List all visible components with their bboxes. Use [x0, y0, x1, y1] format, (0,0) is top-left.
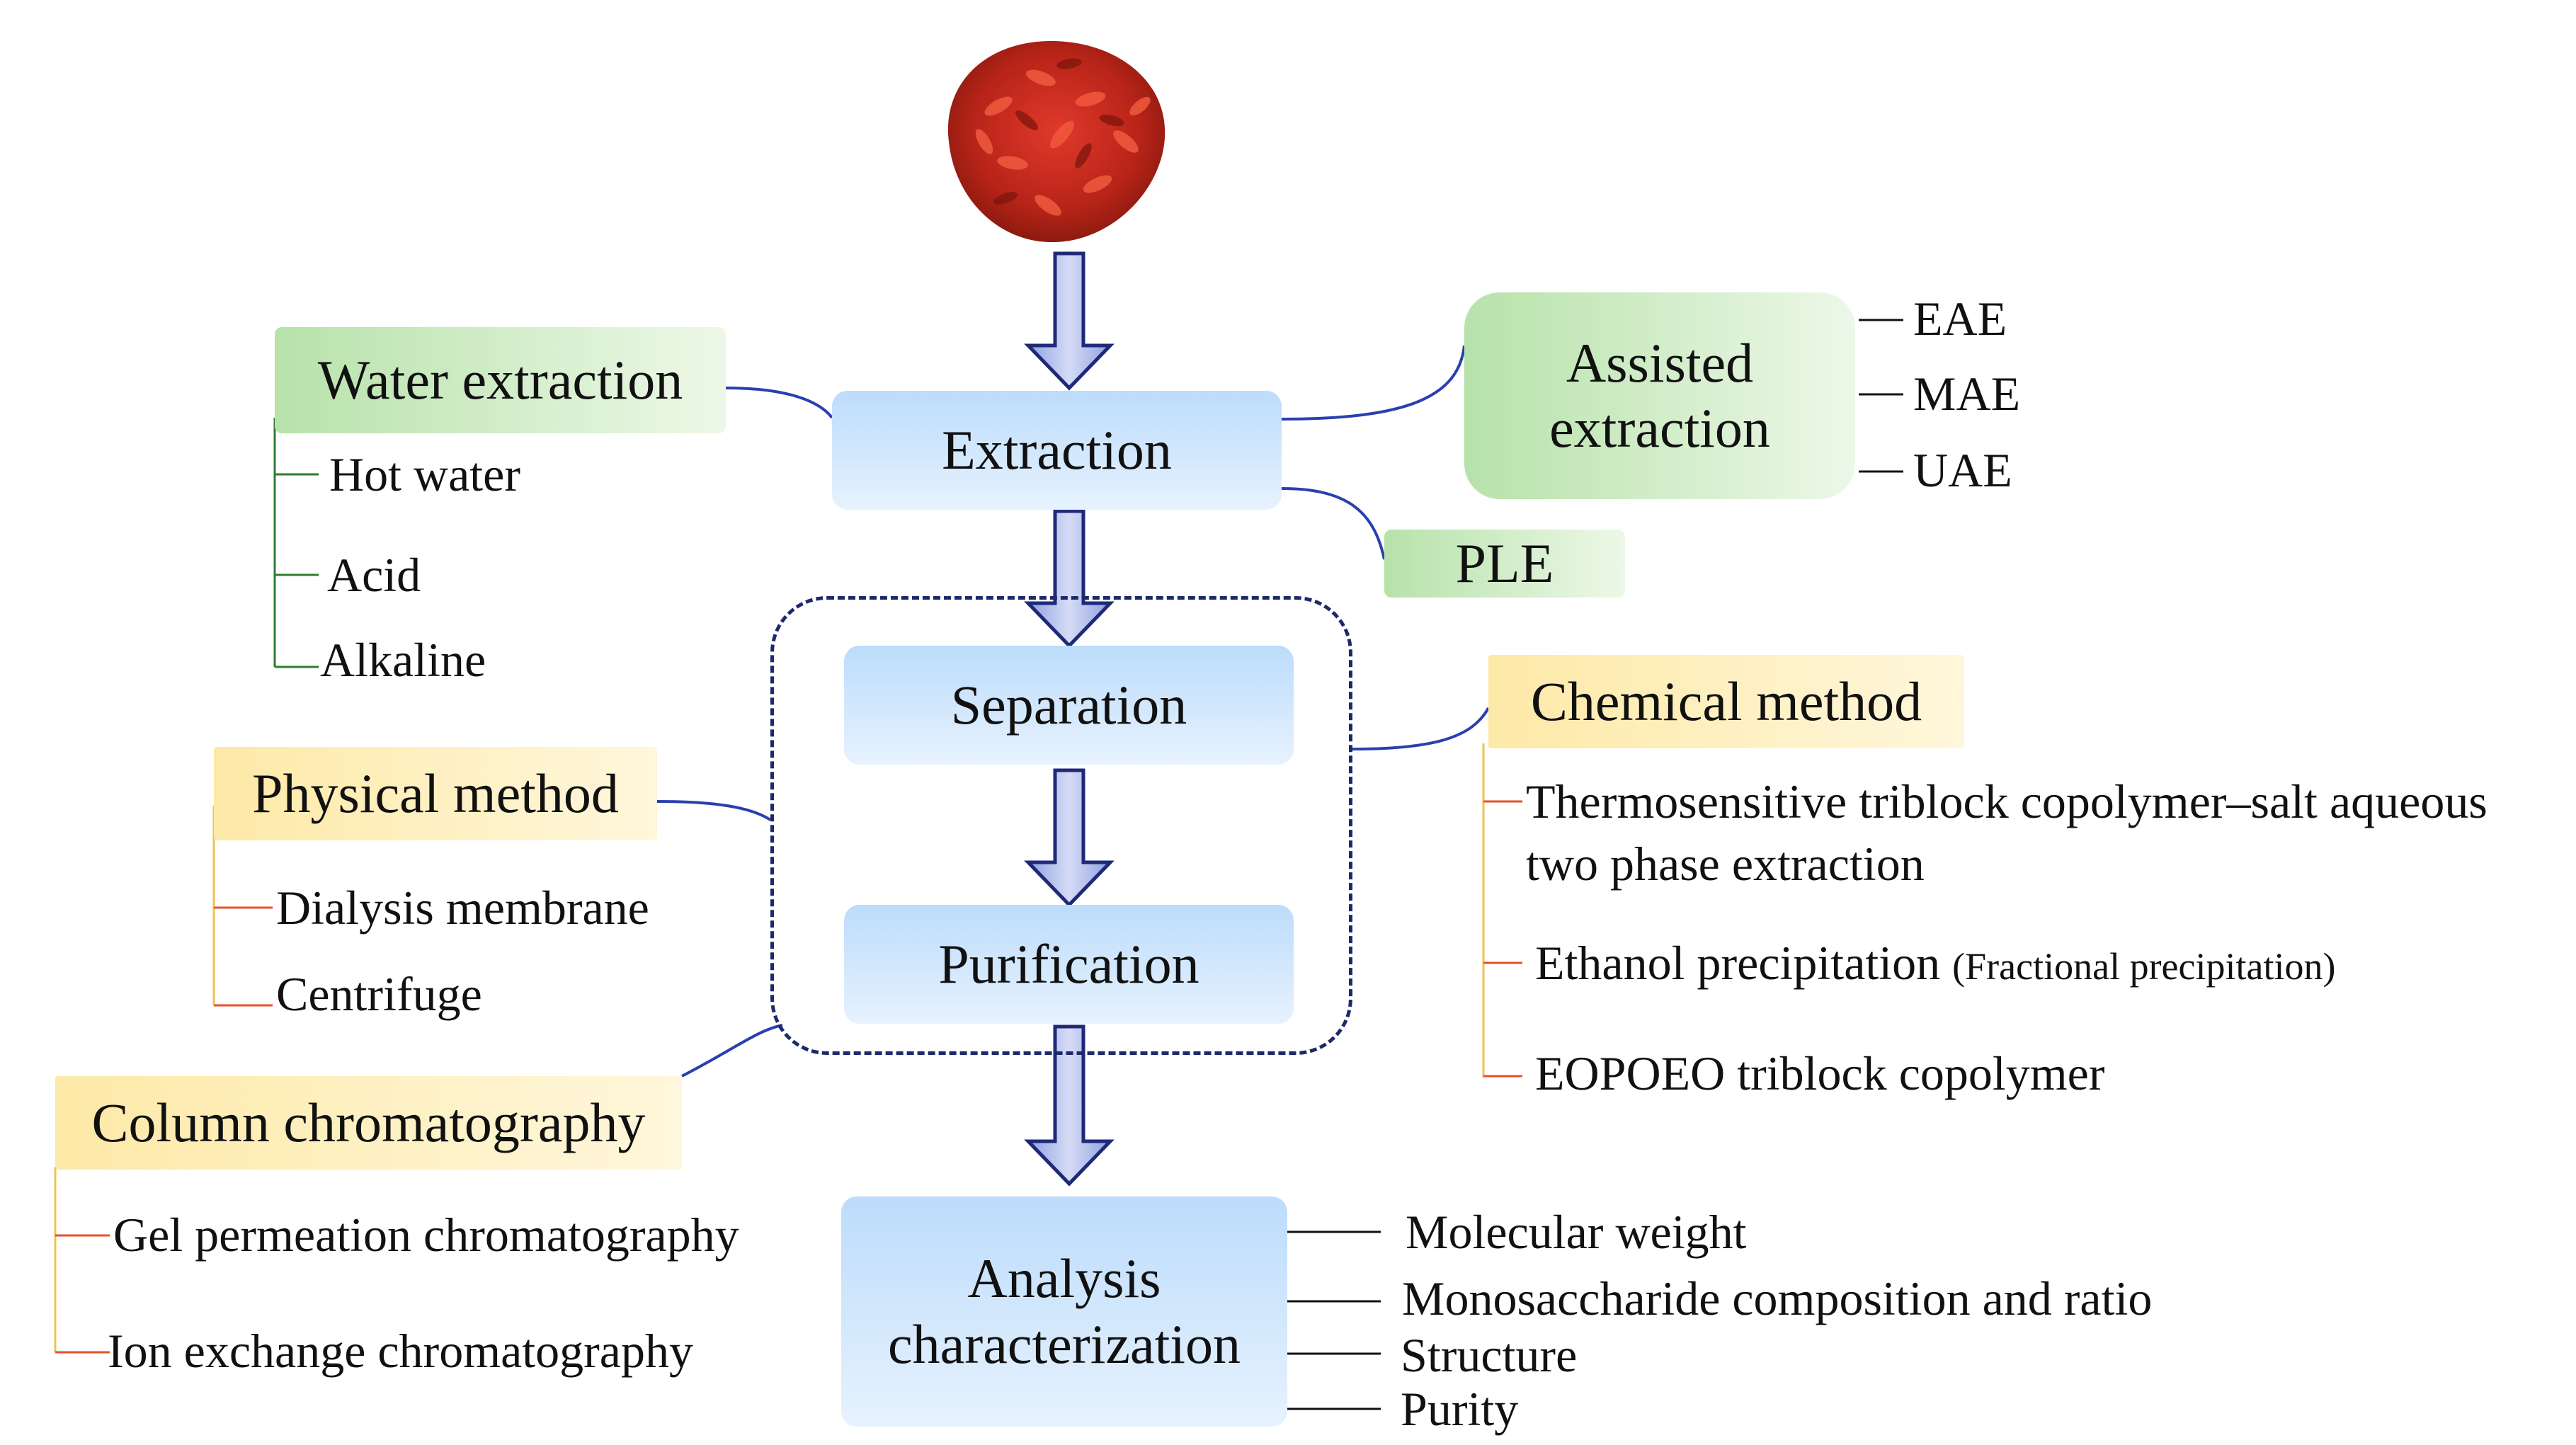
column-chromatography-title: Column chromatography	[91, 1091, 646, 1153]
physical-method-title: Physical method	[252, 762, 619, 824]
assisted-item-mae: MAE	[1913, 367, 2021, 421]
analysis-step: Analysis characterization	[841, 1196, 1287, 1427]
chemical-item-ethanol-note: (Fractional precipitation)	[1952, 945, 2336, 988]
separation-label: Separation	[950, 673, 1187, 736]
extraction-label: Extraction	[942, 418, 1172, 481]
purification-step: Purification	[844, 905, 1294, 1024]
physical-item-centrifuge: Centrifuge	[276, 967, 482, 1021]
down-arrow-3	[1024, 768, 1115, 908]
assisted-item-eae: EAE	[1913, 292, 2007, 345]
water-item-acid: Acid	[327, 548, 421, 602]
water-item-alkaline: Alkaline	[320, 633, 486, 687]
chemical-item-eopoeo: EOPOEO triblock copolymer	[1535, 1046, 2105, 1100]
chemical-item-ethanol: Ethanol precipitation (Fractional precip…	[1535, 939, 2335, 987]
extraction-step: Extraction	[832, 391, 1282, 510]
chemical-item-thermosensitive-line1: Thermosensitive triblock copolymer–salt …	[1526, 775, 2487, 828]
assisted-extraction-box: Assisted extraction	[1464, 292, 1855, 499]
connector-water-extraction	[725, 387, 833, 419]
ple-label: PLE	[1455, 532, 1554, 594]
chemical-item-ethanol-text: Ethanol precipitation	[1535, 936, 1941, 990]
connector-assisted-extraction	[1281, 345, 1466, 421]
analysis-label-line1: Analysis	[967, 1247, 1161, 1310]
purification-label: Purification	[938, 932, 1199, 995]
analysis-item-structure: Structure	[1401, 1328, 1578, 1382]
assisted-extraction-title-line2: extraction	[1549, 397, 1770, 459]
chemical-method-title: Chemical method	[1530, 670, 1922, 732]
chemical-method-box: Chemical method	[1488, 655, 1964, 748]
analysis-item-purity: Purity	[1401, 1382, 1519, 1436]
analysis-item-molecular-weight: Molecular weight	[1406, 1205, 1747, 1259]
column-chromatography-box: Column chromatography	[55, 1076, 682, 1170]
water-extraction-box: Water extraction	[275, 327, 726, 433]
connector-chemical-method	[1352, 707, 1490, 750]
analysis-label-line2: characterization	[888, 1313, 1241, 1375]
connector-column-chromatography	[681, 1024, 783, 1078]
connector-physical-method	[656, 800, 772, 821]
down-arrow-1	[1024, 251, 1115, 391]
bracket-water-extraction	[273, 418, 319, 668]
water-extraction-title: Water extraction	[317, 348, 683, 411]
separation-purification-group	[770, 596, 1352, 1055]
down-arrow-4	[1024, 1024, 1115, 1187]
chemical-item-thermosensitive-line2: two phase extraction	[1526, 837, 1925, 891]
column-item-gel-permeation: Gel permeation chromatography	[113, 1208, 739, 1262]
column-item-ion-exchange: Ion exchange chromatography	[108, 1324, 693, 1378]
physical-item-dialysis: Dialysis membrane	[276, 881, 649, 935]
assisted-item-uae: UAE	[1913, 443, 2012, 497]
goji-berries-image	[947, 40, 1166, 243]
analysis-item-monosaccharide: Monosaccharide composition and ratio	[1402, 1272, 2153, 1325]
water-item-hot-water: Hot water	[329, 447, 521, 501]
separation-step: Separation	[844, 646, 1294, 765]
down-arrow-2	[1024, 509, 1115, 649]
physical-method-box: Physical method	[214, 747, 657, 840]
assisted-extraction-title-line1: Assisted	[1566, 331, 1754, 394]
connector-ple	[1281, 487, 1386, 560]
ple-box: PLE	[1384, 530, 1625, 598]
